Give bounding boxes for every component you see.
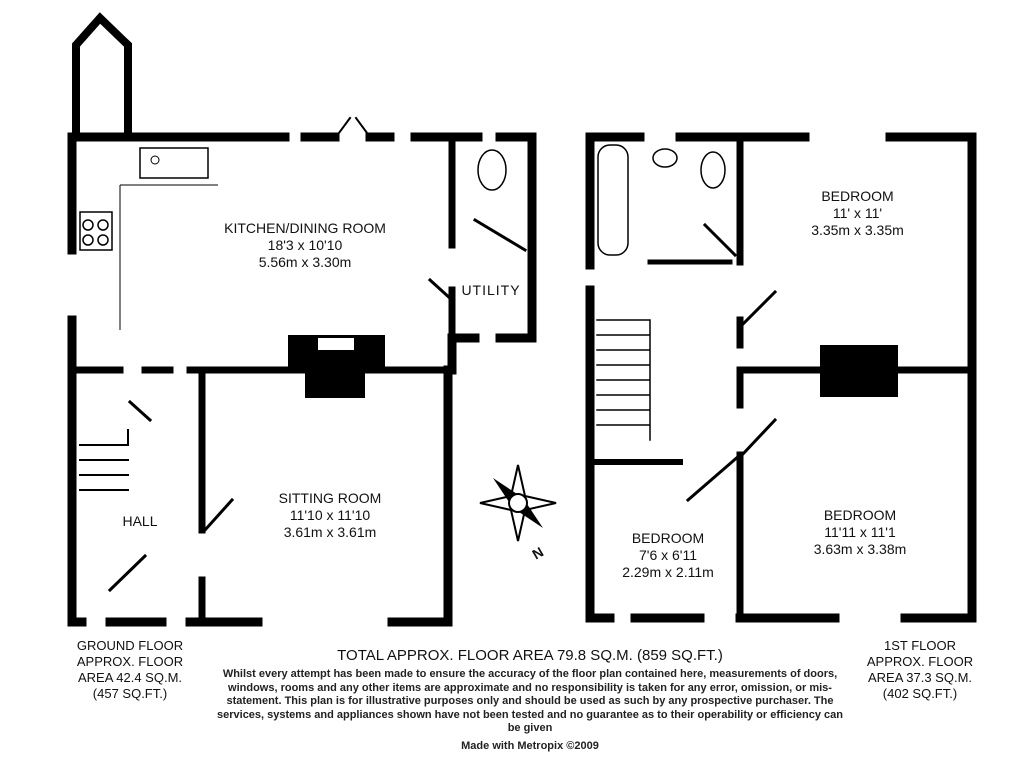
room-name: SITTING ROOM — [278, 490, 382, 506]
room-name: KITCHEN/DINING ROOM — [224, 220, 386, 236]
room-label-kitchen: KITCHEN/DINING ROOM 18'3 x 10'10 5.56m x… — [150, 220, 460, 271]
room-label-sitting-room: SITTING ROOM 11'10 x 11'10 3.61m x 3.61m — [240, 490, 420, 541]
sink-drain-icon — [150, 155, 160, 165]
total-floor-area: TOTAL APPROX. FLOOR AREA 79.8 SQ.M. (859… — [337, 647, 723, 664]
toilet-icon — [477, 149, 507, 191]
area-line: APPROX. FLOOR — [76, 654, 184, 669]
room-label-bedroom-3: BEDROOM 7'6 x 6'11 2.29m x 2.11m — [598, 530, 738, 581]
disclaimer: Whilst every attempt has been made to en… — [217, 668, 843, 734]
ground-floor-area: GROUND FLOOR APPROX. FLOOR AREA 42.4 SQ.… — [60, 638, 200, 702]
room-name: BEDROOM — [823, 507, 897, 523]
area-line: (402 SQ.FT.) — [882, 686, 958, 701]
room-label-bedroom-1: BEDROOM 11' x 11' 3.35m x 3.35m — [770, 188, 945, 239]
area-line: AREA 42.4 SQ.M. — [77, 670, 183, 685]
toilet-icon — [700, 151, 726, 189]
room-size-metric: 2.29m x 2.11m — [622, 564, 714, 580]
area-line: 1ST FLOOR — [883, 638, 956, 653]
room-name: BEDROOM — [631, 530, 705, 546]
chimney-breast — [820, 345, 898, 397]
room-size-metric: 3.63m x 3.38m — [813, 541, 907, 557]
credit: Made with Metropix ©2009 — [461, 740, 599, 752]
room-label-hall: HALL — [122, 513, 158, 529]
room-size-imperial: 11'11 x 11'1 — [824, 524, 896, 540]
room-name: BEDROOM — [821, 188, 894, 204]
room-size-imperial: 11' x 11' — [832, 205, 883, 221]
ground-floor-walls — [67, 12, 537, 627]
room-label-bedroom-2: BEDROOM 11'11 x 11'1 3.63m x 3.38m — [765, 507, 955, 558]
hob-icon — [79, 211, 113, 251]
chimney-breast — [305, 370, 365, 398]
room-size-metric: 5.56m x 3.30m — [258, 254, 352, 270]
area-line: APPROX. FLOOR — [866, 654, 974, 669]
room-size-imperial: 7'6 x 6'11 — [638, 547, 698, 563]
area-line: AREA 37.3 SQ.M. — [867, 670, 973, 685]
worktop — [119, 184, 218, 330]
area-line: (457 SQ.FT.) — [92, 686, 168, 701]
room-size-metric: 3.35m x 3.35m — [811, 222, 904, 238]
bath-icon — [597, 144, 629, 256]
compass-icon — [479, 464, 557, 542]
room-size-imperial: 11'10 x 11'10 — [289, 507, 371, 523]
room-size-imperial: 18'3 x 10'10 — [267, 237, 343, 253]
sink-icon — [139, 147, 209, 179]
room-size-metric: 3.61m x 3.61m — [283, 524, 377, 540]
room-label-utility: UTILITY — [461, 282, 521, 298]
basin-icon — [652, 148, 678, 168]
first-floor-area: 1ST FLOOR APPROX. FLOOR AREA 37.3 SQ.M. … — [850, 638, 990, 702]
area-line: GROUND FLOOR — [76, 638, 184, 653]
